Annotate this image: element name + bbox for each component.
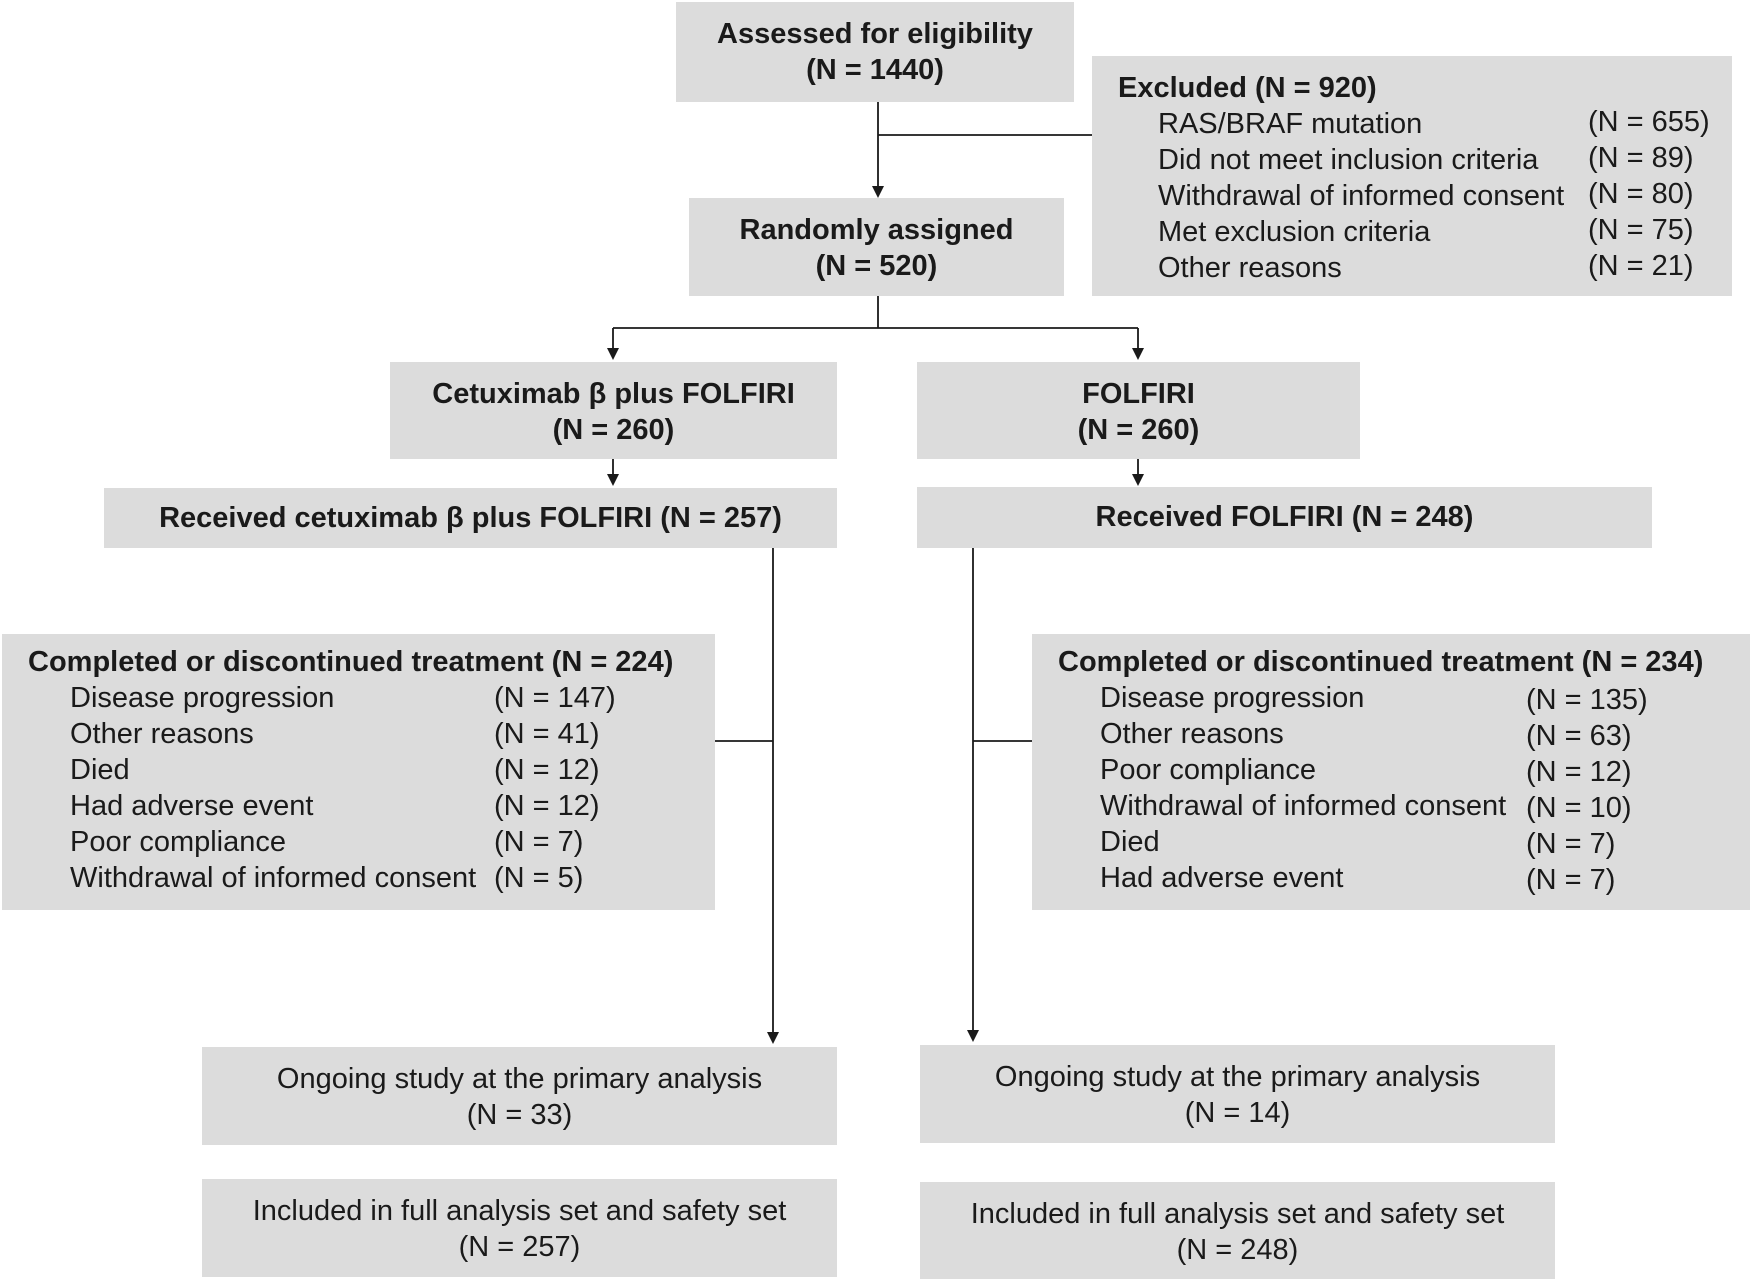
excluded-item-count: (N = 21): [1588, 250, 1694, 282]
left-discontinued-item-count: (N = 5): [494, 862, 584, 894]
excluded-item-count: (N = 80): [1588, 178, 1694, 210]
right-ongoing-count: (N = 14): [1184, 1097, 1291, 1129]
right-ongoing-title: Ongoing study at the primary analysis: [994, 1061, 1481, 1093]
eligibility-count: (N = 1440): [806, 54, 944, 86]
right-arm-title: FOLFIRI: [1082, 378, 1195, 410]
right-discontinued-item-count: (N = 135): [1526, 684, 1648, 716]
left-analysis-title: Included in full analysis set and safety…: [252, 1195, 787, 1227]
left-discontinued-item-label: Died: [70, 754, 130, 786]
left-arm-count: (N = 260): [552, 414, 675, 446]
right-analysis-count: (N = 248): [1176, 1234, 1299, 1266]
left-ongoing-box: Ongoing study at the primary analysis (N…: [202, 1047, 837, 1145]
right-discontinued-item-label: Died: [1100, 826, 1160, 858]
excluded-item-label: Met exclusion criteria: [1158, 216, 1431, 248]
left-received-label: Received cetuximab β plus FOLFIRI (N = 2…: [159, 502, 782, 534]
right-arm-box: FOLFIRI (N = 260): [917, 362, 1360, 459]
right-arm-count: (N = 260): [1077, 414, 1200, 446]
right-discontinued-item-count: (N = 12): [1526, 756, 1632, 788]
left-ongoing-title: Ongoing study at the primary analysis: [276, 1063, 763, 1095]
left-analysis-count: (N = 257): [458, 1231, 581, 1263]
right-received-label: Received FOLFIRI (N = 248): [1095, 501, 1474, 533]
right-discontinued-item-label: Poor compliance: [1100, 754, 1316, 786]
right-discontinued-item-count: (N = 7): [1526, 828, 1616, 860]
left-arm-title: Cetuximab β plus FOLFIRI: [432, 378, 795, 410]
left-analysis-box: Included in full analysis set and safety…: [202, 1179, 837, 1277]
left-discontinued-item-count: (N = 147): [494, 682, 616, 714]
left-received-box: Received cetuximab β plus FOLFIRI (N = 2…: [104, 488, 837, 548]
left-discontinued-item-label: Other reasons: [70, 718, 254, 750]
randomized-count: (N = 520): [815, 250, 938, 282]
eligibility-box: Assessed for eligibility (N = 1440): [676, 2, 1074, 102]
right-discontinued-item-count: (N = 10): [1526, 792, 1632, 824]
left-discontinued-item-label: Poor compliance: [70, 826, 286, 858]
left-discontinued-item-count: (N = 41): [494, 718, 600, 750]
right-ongoing-box: Ongoing study at the primary analysis (N…: [920, 1045, 1555, 1143]
left-arm-box: Cetuximab β plus FOLFIRI (N = 260): [390, 362, 837, 459]
excluded-item-label: Withdrawal of informed consent: [1158, 180, 1565, 212]
randomized-box: Randomly assigned (N = 520): [689, 198, 1064, 296]
excluded-item-count: (N = 75): [1588, 214, 1694, 246]
left-discontinued-item-count: (N = 7): [494, 826, 584, 858]
excluded-title: Excluded (N = 920): [1118, 72, 1377, 104]
right-discontinued-item-count: (N = 7): [1526, 864, 1616, 896]
left-discontinued-item-label: Had adverse event: [70, 790, 314, 822]
right-analysis-title: Included in full analysis set and safety…: [970, 1198, 1505, 1230]
excluded-box: Excluded (N = 920) RAS/BRAF mutation (N …: [1092, 56, 1732, 296]
right-discontinued-box: Completed or discontinued treatment (N =…: [1032, 634, 1750, 910]
excluded-item-count: (N = 655): [1588, 106, 1710, 138]
left-discontinued-item-count: (N = 12): [494, 790, 600, 822]
left-discontinued-box: Completed or discontinued treatment (N =…: [2, 634, 715, 910]
left-discontinued-item-label: Disease progression: [70, 682, 335, 714]
eligibility-title: Assessed for eligibility: [717, 18, 1033, 50]
right-discontinued-item-label: Other reasons: [1100, 718, 1284, 750]
excluded-item-count: (N = 89): [1588, 142, 1694, 174]
right-discontinued-item-label: Withdrawal of informed consent: [1100, 790, 1507, 822]
left-discontinued-item-label: Withdrawal of informed consent: [70, 862, 477, 894]
excluded-item-label: Did not meet inclusion criteria: [1158, 144, 1539, 176]
right-discontinued-item-label: Had adverse event: [1100, 862, 1344, 894]
randomized-title: Randomly assigned: [739, 214, 1014, 246]
excluded-item-label: RAS/BRAF mutation: [1158, 108, 1423, 140]
right-discontinued-item-label: Disease progression: [1100, 682, 1365, 714]
left-discontinued-title: Completed or discontinued treatment (N =…: [28, 646, 674, 678]
right-analysis-box: Included in full analysis set and safety…: [920, 1182, 1555, 1279]
excluded-item-label: Other reasons: [1158, 252, 1342, 284]
right-received-box: Received FOLFIRI (N = 248): [917, 487, 1652, 548]
right-discontinued-item-count: (N = 63): [1526, 720, 1632, 752]
left-discontinued-item-count: (N = 12): [494, 754, 600, 786]
left-ongoing-count: (N = 33): [466, 1099, 573, 1131]
right-discontinued-title: Completed or discontinued treatment (N =…: [1058, 646, 1704, 678]
